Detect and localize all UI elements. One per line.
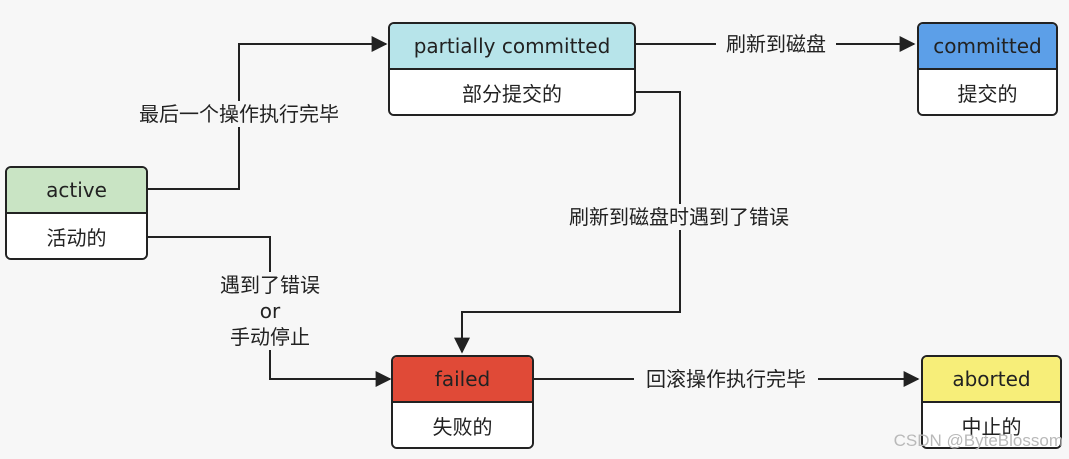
state-aborted-desc: 中止的 (923, 403, 1060, 447)
label-active-to-failed: 遇到了错误 or 手动停止 (205, 272, 335, 350)
state-committed-title: committed (919, 24, 1056, 70)
state-partially-committed-desc: 部分提交的 (390, 70, 634, 114)
label-partial-to-failed: 刷新到磁盘时遇到了错误 (548, 204, 810, 230)
arrow-partial-to-failed (454, 91, 681, 354)
state-aborted: aborted 中止的 (921, 355, 1062, 449)
state-failed: failed 失败的 (391, 355, 534, 449)
state-committed: committed 提交的 (917, 22, 1058, 116)
state-aborted-title: aborted (923, 357, 1060, 403)
state-active-desc: 活动的 (7, 214, 146, 258)
state-committed-desc: 提交的 (919, 70, 1056, 114)
state-partially-committed: partially committed 部分提交的 (388, 22, 636, 116)
watermark: CSDN @ByteBlossom (893, 431, 1063, 450)
state-active: active 活动的 (5, 166, 148, 260)
label-active-to-failed-line3: 手动停止 (230, 325, 310, 349)
label-partial-to-committed: 刷新到磁盘 (716, 31, 836, 57)
state-partially-committed-title: partially committed (390, 24, 634, 70)
label-active-to-failed-line2: or (259, 299, 281, 323)
state-failed-desc: 失败的 (393, 403, 532, 447)
label-active-to-failed-line1: 遇到了错误 (220, 273, 320, 297)
state-active-title: active (7, 168, 146, 214)
label-failed-to-aborted: 回滚操作执行完毕 (634, 366, 818, 392)
state-failed-title: failed (393, 357, 532, 403)
label-active-to-partial: 最后一个操作执行完毕 (123, 101, 355, 127)
